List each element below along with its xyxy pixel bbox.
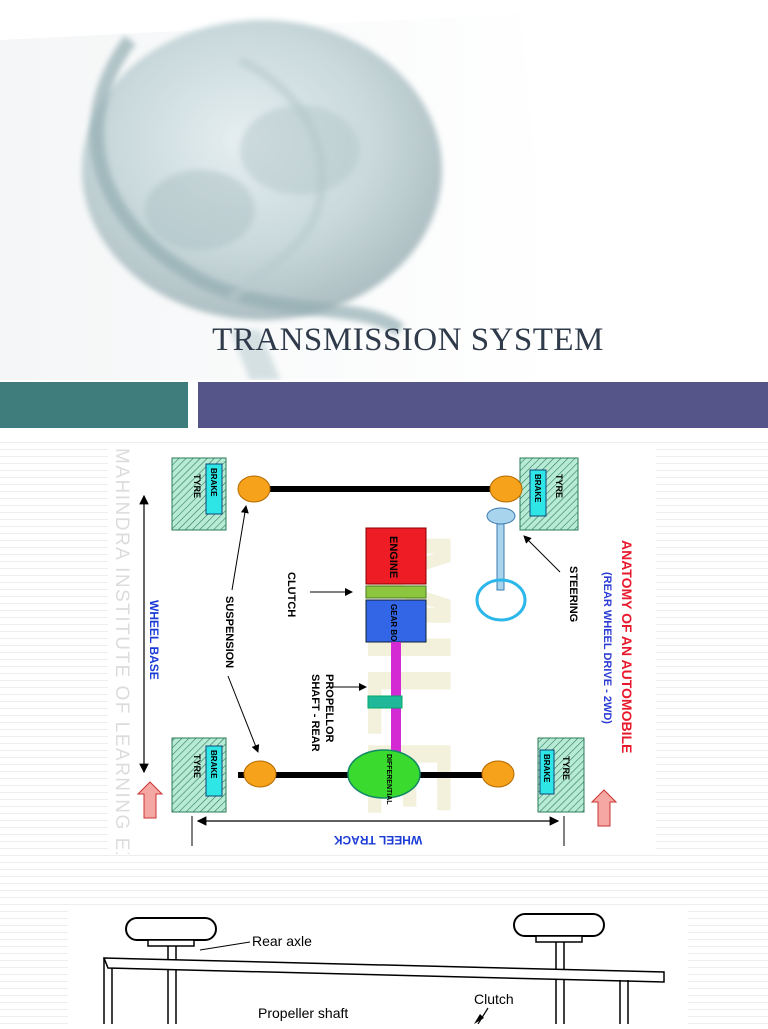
propeller-label-1: PROPELLOR — [323, 674, 335, 743]
universal-joint — [367, 695, 403, 709]
accent-band-teal — [0, 382, 188, 428]
hub-bottom-right — [481, 760, 515, 788]
rear-axle-label: Rear axle — [252, 933, 312, 949]
svg-text:BRAKE: BRAKE — [533, 474, 542, 503]
propeller-shaft-label: Propeller shaft — [258, 1005, 348, 1021]
clutch-plate — [365, 585, 427, 599]
anatomy-subtitle: (REAR WHEEL DRIVE - 2WD) — [601, 572, 613, 724]
hub-top-left — [237, 475, 271, 503]
svg-text:TYRE: TYRE — [561, 756, 571, 780]
wheel-track-label: WHEEL TRACK — [333, 833, 422, 847]
drivetrain-sketch: Rear axle Propeller shaft Clutch — [68, 906, 688, 1025]
clutch-label: CLUTCH — [285, 572, 297, 617]
suspension-label: SUSPENSION — [223, 596, 235, 668]
tyre-bottom-right: TYRE BRAKE — [537, 737, 585, 813]
drive-arrow-right — [590, 789, 618, 827]
differential-unit: DIFFERENTIAL — [347, 749, 421, 805]
svg-text:TYRE: TYRE — [192, 474, 202, 498]
svg-text:TYRE: TYRE — [554, 474, 564, 498]
tyre-top-right: TYRE BRAKE — [519, 457, 579, 531]
accent-band-purple — [198, 382, 768, 428]
hub-top-right — [489, 475, 523, 503]
tyre-bottom-left: TYRE BRAKE — [171, 737, 227, 813]
drive-arrow-left — [136, 781, 164, 819]
globe-icon — [0, 14, 560, 380]
slide-title: TRANSMISSION SYSTEM — [212, 322, 604, 358]
watermark-text: MAHINDRA INSTITUTE OF LEARNING EXCELLENC… — [111, 448, 132, 854]
clutch-sketch-label: Clutch — [474, 991, 514, 1007]
steering-label: STEERING — [567, 566, 579, 622]
svg-text:TYRE: TYRE — [192, 754, 202, 778]
svg-text:ENGINE: ENGINE — [387, 536, 399, 578]
svg-text:BRAKE: BRAKE — [209, 468, 218, 497]
svg-text:BRAKE: BRAKE — [542, 754, 551, 783]
wheel-right — [513, 913, 605, 1024]
hub-bottom-left — [243, 760, 277, 788]
tyre-top-left: TYRE BRAKE — [171, 457, 227, 531]
wheel-base-label: WHEEL BASE — [147, 600, 161, 680]
gearbox-block: GEAR BOX — [365, 599, 427, 647]
engine-block: ENGINE — [365, 527, 427, 585]
title-background — [0, 0, 768, 380]
steering-assembly — [475, 507, 527, 622]
automobile-anatomy-diagram: MAHINDRA INSTITUTE OF LEARNING EXCELLENC… — [108, 444, 656, 978]
propeller-label-2: SHAFT - REAR — [309, 674, 321, 752]
front-axle — [238, 486, 508, 492]
svg-text:DIFFERENTIAL: DIFFERENTIAL — [385, 754, 392, 805]
svg-text:GEAR BOX: GEAR BOX — [389, 604, 398, 647]
anatomy-title: ANATOMY OF AN AUTOMOBILE — [619, 540, 635, 753]
svg-text:BRAKE: BRAKE — [209, 750, 218, 779]
chassis-frame — [102, 957, 665, 983]
